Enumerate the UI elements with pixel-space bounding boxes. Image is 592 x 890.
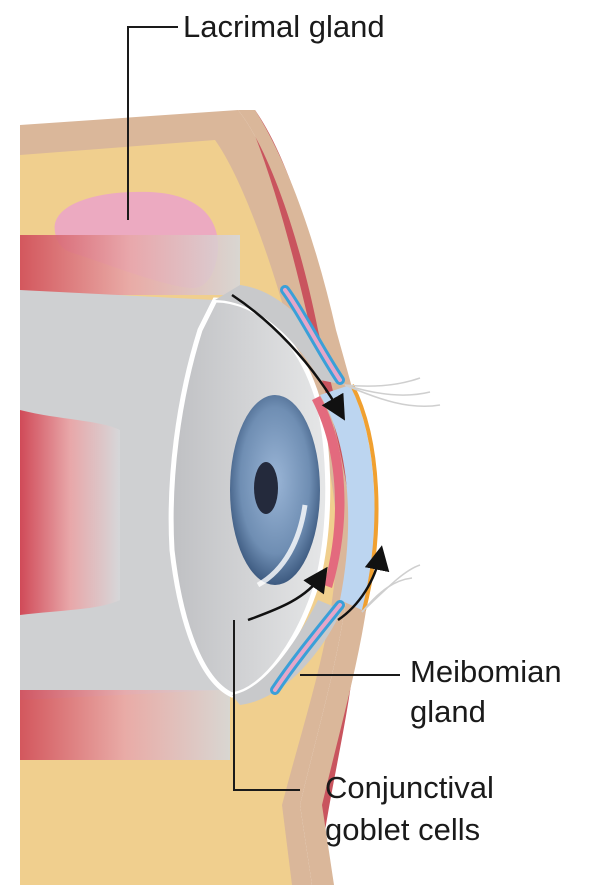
label-lacrimal-gland: Lacrimal gland bbox=[183, 7, 385, 47]
lateral-muscle bbox=[20, 410, 120, 615]
label-conjunctival-line1: Conjunctival bbox=[325, 768, 494, 808]
lower-muscle bbox=[20, 690, 230, 760]
label-meibomian-line2: gland bbox=[410, 692, 486, 732]
label-meibomian-line1: Meibomian bbox=[410, 652, 562, 692]
label-conjunctival-line2: goblet cells bbox=[325, 810, 480, 850]
pupil bbox=[254, 462, 278, 514]
upper-muscle bbox=[20, 235, 240, 295]
